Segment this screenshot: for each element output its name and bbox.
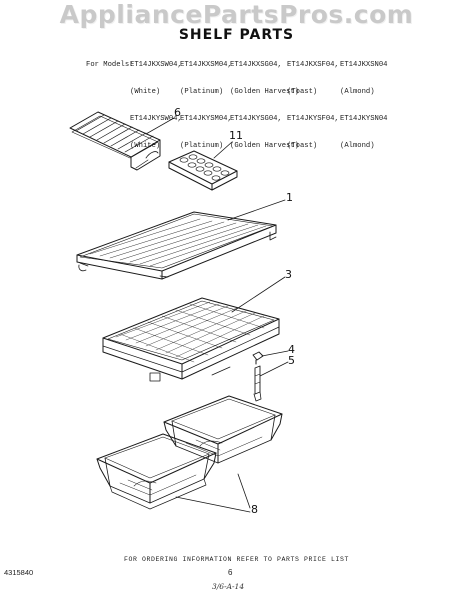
part-8-crisper-pan-rear <box>163 395 283 464</box>
page-title: SHELF PARTS <box>178 27 295 43</box>
model-number: ET14JKXSM04, <box>180 61 232 69</box>
model-color: (Platinum) <box>180 88 224 96</box>
callout-6: 6 <box>174 106 181 119</box>
date-code: 3/6-A-14 <box>212 582 245 591</box>
model-color: (Toast) <box>287 142 318 150</box>
model-number: ET14JKXSF04, <box>287 61 339 69</box>
callout-1: 1 <box>286 191 293 204</box>
model-color: (Platinum) <box>180 142 224 150</box>
part-6-wire-rack <box>69 111 161 171</box>
callout-leaders <box>145 117 289 513</box>
model-color: (White) <box>130 88 161 96</box>
part-11-egg-tray <box>168 150 238 191</box>
model-number: ET14JKYSG04, <box>230 115 282 123</box>
model-number: ET14JKYSF04, <box>287 115 339 123</box>
ordering-note: FOR ORDERING INFORMATION REFER TO PARTS … <box>123 556 350 563</box>
model-row-2: (White) (Platinum) (Golden Harvest)(Toast)… <box>86 88 466 97</box>
callout-3: 3 <box>285 268 292 281</box>
model-row-1: For Models:ET14JKXSW04,ET14JKXSM04,ET14J… <box>86 61 466 70</box>
model-color: (Golden Harvest) <box>230 88 300 96</box>
model-number: ET14JKYSM04, <box>180 115 232 123</box>
part-5-support <box>253 365 262 402</box>
model-row-4: (White) (Platinum) (Golden Harvest)(Toast)… <box>86 142 466 151</box>
document-number: 4315840 <box>4 568 34 577</box>
part-4-bracket <box>252 351 264 365</box>
part-8-crisper-pan-front <box>96 433 217 510</box>
model-number: ET14JKXSW04, <box>130 61 182 69</box>
model-number: ET14JKXSG04, <box>230 61 282 69</box>
model-row-3: ET14JKYSW04,ET14JKYSM04,ET14JKYSG04, ET14… <box>86 115 466 124</box>
model-color: (Almond) <box>340 142 375 150</box>
model-color: (White) <box>130 142 161 150</box>
model-number: ET14JKYSW04, <box>130 115 182 123</box>
page-number: 6 <box>228 568 233 577</box>
callout-5: 5 <box>288 354 295 367</box>
model-color: (Toast) <box>287 88 318 96</box>
models-label: For Models: <box>86 61 134 69</box>
watermark: AppliancePartsPros.com <box>59 0 414 29</box>
callout-4: 4 <box>288 343 295 356</box>
part-3-crisper-cover <box>102 297 280 382</box>
model-number: ET14JKYSN04 <box>340 115 388 123</box>
callout-8: 8 <box>251 503 258 516</box>
model-color: (Golden Harvest) <box>230 142 300 150</box>
model-color: (Almond) <box>340 88 375 96</box>
callout-11: 11 <box>229 129 243 142</box>
part-1-shelf <box>76 211 277 280</box>
model-list: For Models:ET14JKXSW04,ET14JKXSM04,ET14J… <box>86 43 466 160</box>
model-number: ET14JKXSN04 <box>340 61 388 69</box>
